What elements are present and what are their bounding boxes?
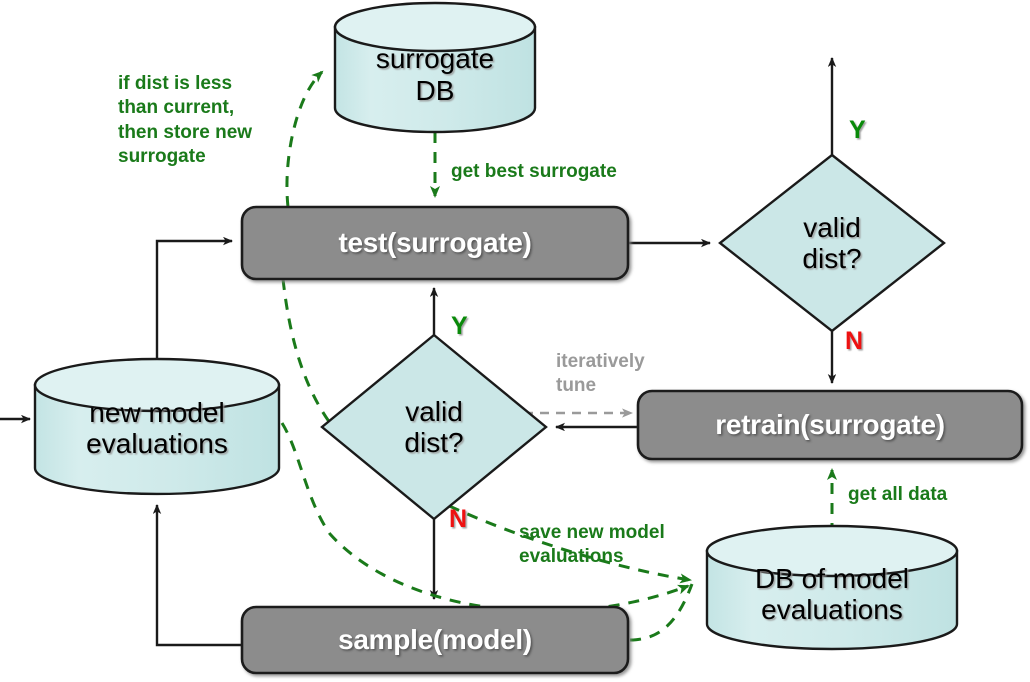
db-of-model-evals-shape [705,524,959,651]
edge-sample-to-db-of-model-evals [629,583,694,642]
test-surrogate-shape[interactable] [240,205,630,281]
edge-test-to-surrogate-db [285,70,324,208]
valid-dist-right-shape [718,153,946,333]
sample-model-shape[interactable] [240,605,630,675]
new-model-evals-shape [33,357,281,496]
edge-sample-to-new-model-evals [152,504,242,647]
surrogate-db-shape [333,1,537,134]
retrain-surrogate-shape[interactable] [636,389,1024,461]
edge-new-model-evals-to-test [155,236,233,392]
valid-dist-middle-shape [320,333,548,521]
